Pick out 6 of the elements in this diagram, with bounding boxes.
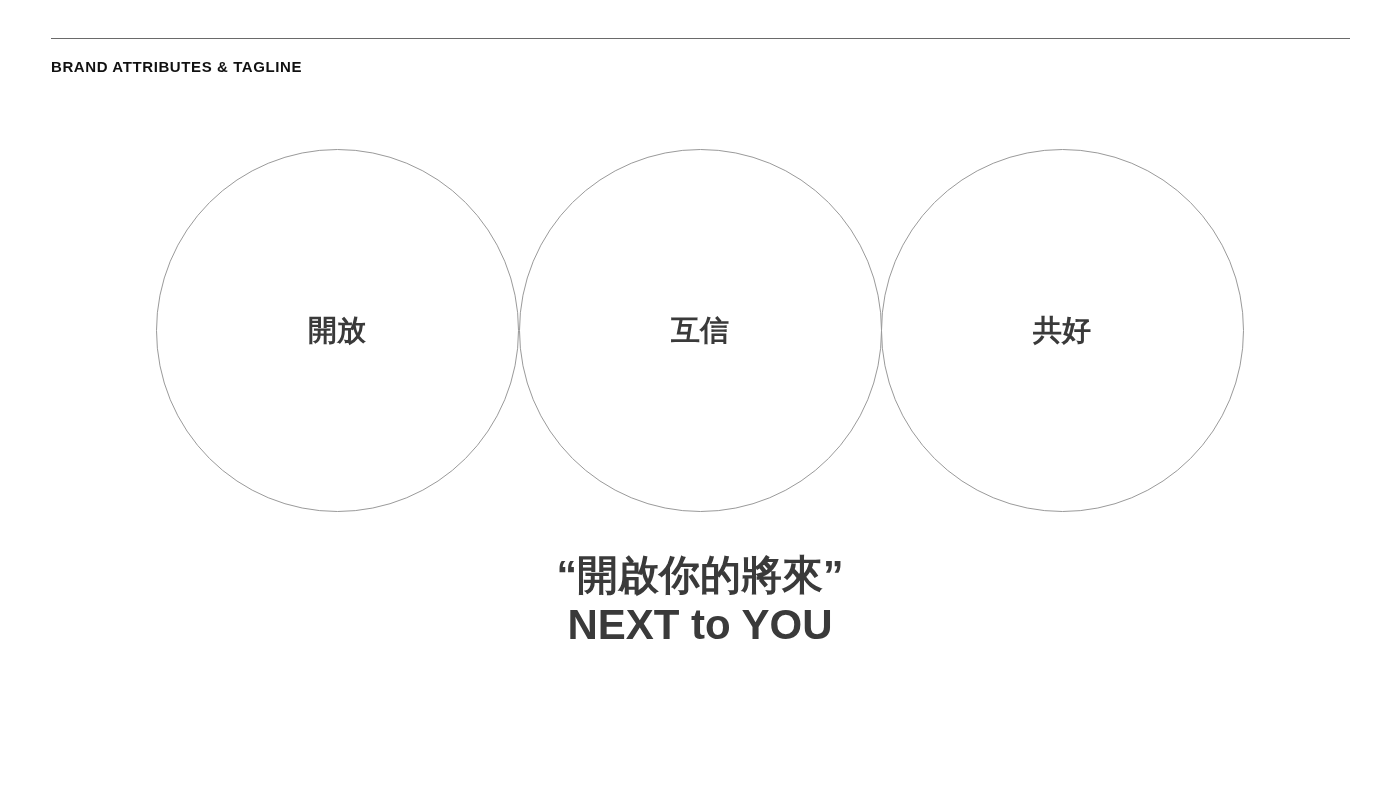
tagline-text: NEXT to YOU (567, 601, 833, 649)
page-title: BRAND ATTRIBUTES & TAGLINE (51, 58, 303, 76)
attribute-label: 共好 (1033, 313, 1091, 348)
attribute-label: 開放 (308, 313, 366, 348)
tagline-text: “開啟你的將來” (556, 551, 844, 600)
attribute-label: 互信 (671, 313, 729, 348)
